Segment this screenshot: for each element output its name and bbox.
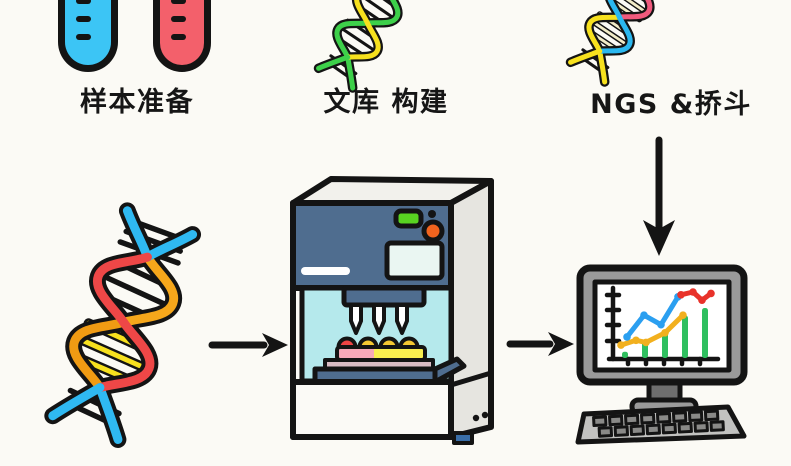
- dna-strand: [354, 0, 390, 26]
- power-button[interactable]: [421, 219, 445, 243]
- chart-axes: [604, 285, 721, 367]
- chart-point: [632, 336, 640, 345]
- step-label-library-construction: 文库 构建: [323, 87, 449, 118]
- dna-strand: [334, 20, 370, 60]
- dna-strand: [48, 383, 105, 421]
- sequencer-icon: [290, 176, 494, 445]
- arrow-right-to-monitor-icon: [506, 332, 574, 356]
- dispenser-head: [341, 285, 427, 308]
- chart-bar: [682, 315, 688, 358]
- tube-graduation-mark: [76, 16, 91, 22]
- dna-strand: [316, 54, 351, 71]
- dna-rung: [358, 0, 396, 20]
- tube-graduation-mark: [171, 34, 186, 40]
- chart-bar: [702, 308, 708, 358]
- panel-slit: [301, 267, 350, 275]
- chart-line: [624, 294, 681, 340]
- dna-strand: [586, 14, 622, 54]
- side-fold-line: [450, 370, 492, 388]
- keyboard-key[interactable]: [597, 426, 614, 438]
- status-led: [393, 208, 424, 229]
- chart-point: [642, 338, 650, 347]
- chart-point: [689, 288, 697, 296]
- test-tube-red-icon: [153, 0, 211, 72]
- stage-platform-wedge: [432, 356, 467, 385]
- sequencer-screen: [384, 240, 445, 281]
- test-tube-blue-icon: [58, 0, 118, 72]
- panel-dot: [428, 210, 436, 218]
- chart-point: [657, 320, 665, 329]
- chart-point: [707, 289, 715, 298]
- dna-strand: [616, 0, 653, 20]
- chart-point: [677, 291, 685, 299]
- chart-bar: [662, 329, 668, 358]
- keyboard-key[interactable]: [613, 425, 630, 437]
- dna-strand: [345, 20, 381, 60]
- dna-ngs-icon: [565, 0, 672, 87]
- keyboard-key[interactable]: [671, 411, 688, 423]
- dna-sample-icon: [44, 202, 202, 448]
- chart-point: [661, 329, 669, 337]
- sequencer-side-panel: [448, 178, 494, 440]
- sequencer-base: [290, 379, 454, 440]
- keyboard-key[interactable]: [677, 421, 693, 434]
- workflow-diagram: { "canvas": {"background": "#fbfaf5", "i…: [44, 0, 752, 448]
- tube-graduation-mark: [171, 16, 186, 22]
- nozzle-icon: [349, 303, 363, 335]
- keyboard-keys: [592, 409, 725, 438]
- dna-strand: [92, 252, 152, 327]
- arrow-right-to-sequencer-icon: [208, 333, 288, 357]
- keyboard-key[interactable]: [703, 409, 720, 422]
- step-label-sample-prep: 样本准备: [80, 87, 194, 118]
- arrow-down-icon: [643, 136, 675, 256]
- sample-tray-pink: [337, 347, 374, 360]
- tube-graduation-mark: [76, 0, 91, 4]
- chart-point: [623, 333, 631, 341]
- dna-strand: [69, 317, 129, 393]
- keyboard-key[interactable]: [661, 422, 677, 435]
- sample-tray-yellow: [374, 347, 425, 360]
- step-label-ngs-sequencing: NGS &挢斗: [590, 89, 752, 120]
- dna-rung: [99, 272, 172, 309]
- keyboard-key[interactable]: [655, 412, 672, 424]
- chart-bar: [622, 351, 628, 358]
- chart-point: [698, 296, 706, 304]
- keyboard-key[interactable]: [693, 421, 709, 433]
- tube-graduation-mark: [171, 0, 186, 4]
- keyboard-key[interactable]: [624, 413, 640, 426]
- dna-strand: [568, 48, 603, 65]
- keyboard-key[interactable]: [592, 415, 608, 428]
- keyboard-key[interactable]: [687, 410, 704, 422]
- dna-strand: [95, 317, 155, 393]
- tube-graduation-mark: [76, 34, 91, 40]
- dna-rung: [76, 336, 149, 371]
- monitor-icon: [575, 264, 748, 445]
- dna-strand: [119, 252, 179, 327]
- nozzle-icon: [372, 303, 386, 335]
- side-vent-dot: [472, 414, 480, 422]
- dna-library-icon: [313, 0, 420, 93]
- results-chart: [617, 288, 715, 358]
- dna-rung: [610, 0, 648, 14]
- side-vent-dot: [481, 411, 489, 419]
- chart-point: [640, 311, 648, 319]
- dna-rung: [339, 26, 377, 53]
- chart-point: [679, 311, 687, 319]
- dna-strand: [597, 14, 633, 54]
- chart-point: [617, 341, 625, 349]
- dna-strand: [364, 0, 401, 26]
- keyboard-key[interactable]: [640, 412, 656, 425]
- nozzle-icon: [395, 303, 409, 335]
- chart-line: [678, 289, 714, 303]
- dna-rung: [591, 20, 629, 47]
- keyboard-key[interactable]: [645, 423, 661, 436]
- keyboard-key[interactable]: [709, 420, 725, 432]
- keyboard-key[interactable]: [629, 424, 645, 437]
- dna-strand: [606, 0, 642, 20]
- keyboard-key[interactable]: [608, 414, 624, 427]
